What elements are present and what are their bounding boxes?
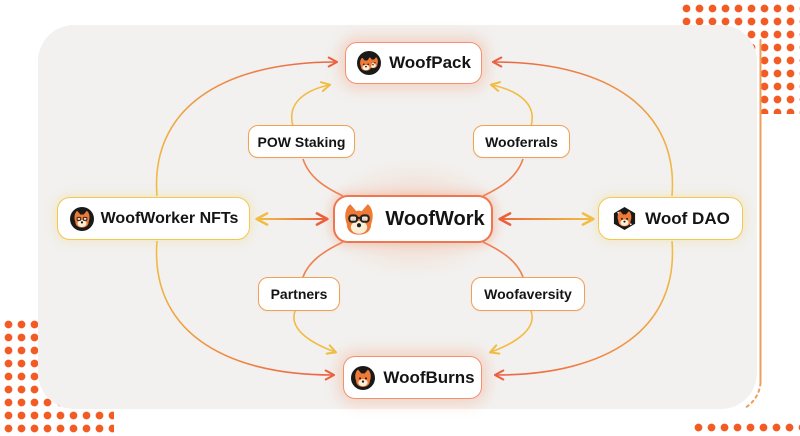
woofwork-dog-icon — [345, 204, 374, 235]
chip-label: Wooferrals — [485, 133, 558, 150]
node-woofwork: WoofWork — [333, 195, 493, 243]
node-label: Woof DAO — [645, 208, 730, 228]
woofpack-badge-icon — [357, 51, 382, 75]
node-label: WoofBurns — [383, 367, 475, 387]
chip-label: POW Staking — [257, 133, 346, 150]
woof-dao-hexagon-icon — [614, 206, 636, 231]
node-label: WoofWorker NFTs — [100, 209, 239, 227]
chip-label: Partners — [270, 286, 328, 302]
node-label: WoofWork — [385, 207, 485, 230]
chip-pow-staking: POW Staking — [248, 125, 355, 158]
dot-pattern-bottom-right — [690, 419, 800, 436]
node-woofburns: WoofBurns — [343, 356, 482, 399]
woofburns-dog-icon — [351, 365, 376, 390]
woofworker-dog-icon — [69, 206, 94, 231]
chip-label: Woofaversity — [484, 286, 572, 302]
node-woof-dao: Woof DAO — [598, 197, 743, 240]
chip-wooferrals: Wooferrals — [473, 125, 570, 158]
node-label: WoofPack — [389, 53, 471, 72]
node-woofpack: WoofPack — [345, 42, 482, 84]
chip-woofaversity: Woofaversity — [471, 277, 585, 311]
chip-partners: Partners — [258, 277, 340, 311]
node-woofworker-nfts: WoofWorker NFTs — [57, 197, 250, 240]
